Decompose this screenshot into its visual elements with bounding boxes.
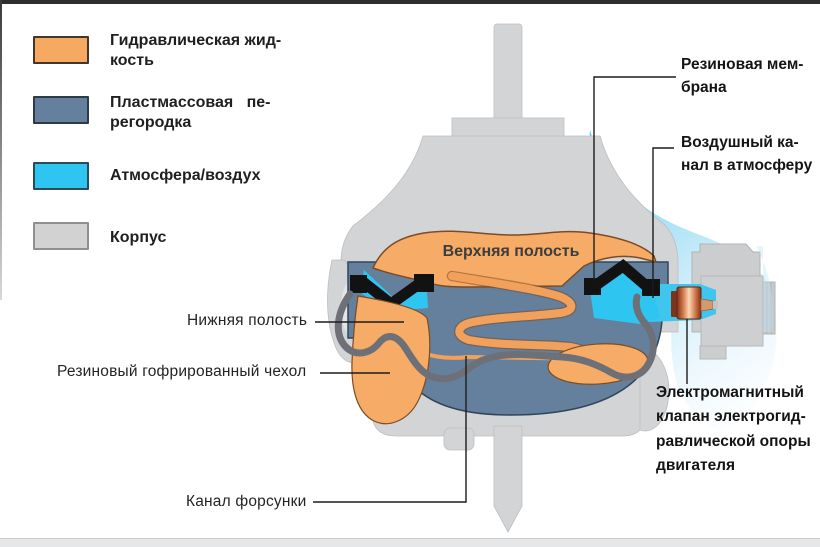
injector-channel-label: Канал форсунки (186, 493, 307, 510)
rubber-membrane-right (588, 259, 655, 295)
leader-rubber-membrane (593, 76, 676, 281)
legend-label-plastic-partition: Пластмассовая пе- регородка (110, 94, 271, 131)
lower-cavity-shape (351, 295, 431, 425)
upper-cavity-shape (371, 230, 658, 288)
legend-label-air: Атмосфера/воздух (110, 167, 261, 184)
rubber-boot-shape (334, 290, 657, 383)
solenoid-valve (671, 286, 718, 320)
air-channel-label: Воздушный ка- нал в атмосферу (681, 134, 813, 175)
legend-swatch-hydraulic-fluid (33, 36, 89, 64)
legend-label-hydraulic-fluid: Гидравлическая жид- кость (110, 32, 282, 69)
leader-air-channel (652, 147, 674, 298)
legend-label-housing: Корпус (110, 229, 167, 246)
legend-swatch-housing (33, 222, 89, 250)
rubber-boot-label: Резиновый гофрированный чехол (57, 363, 307, 380)
legend-swatch-air (33, 162, 89, 190)
lower-cavity-label: Нижняя полость (187, 312, 308, 329)
rubber-membrane-label: Резиновая мем- брана (681, 56, 804, 97)
leader-lines (313, 76, 688, 503)
leader-injector-channel (313, 356, 467, 503)
upper-cavity-label: Верхняя полость (442, 243, 580, 260)
bottom-border (0, 538, 820, 547)
solenoid-valve-label: Электромагнитный клапан электрогид- равл… (656, 384, 811, 475)
top-border (0, 0, 820, 4)
mount-stud-top (493, 23, 523, 125)
left-border (0, 0, 2, 300)
right-membrane (584, 259, 660, 324)
legend-swatch-plastic-partition (33, 96, 89, 124)
mount-bolt-bottom (493, 425, 523, 533)
